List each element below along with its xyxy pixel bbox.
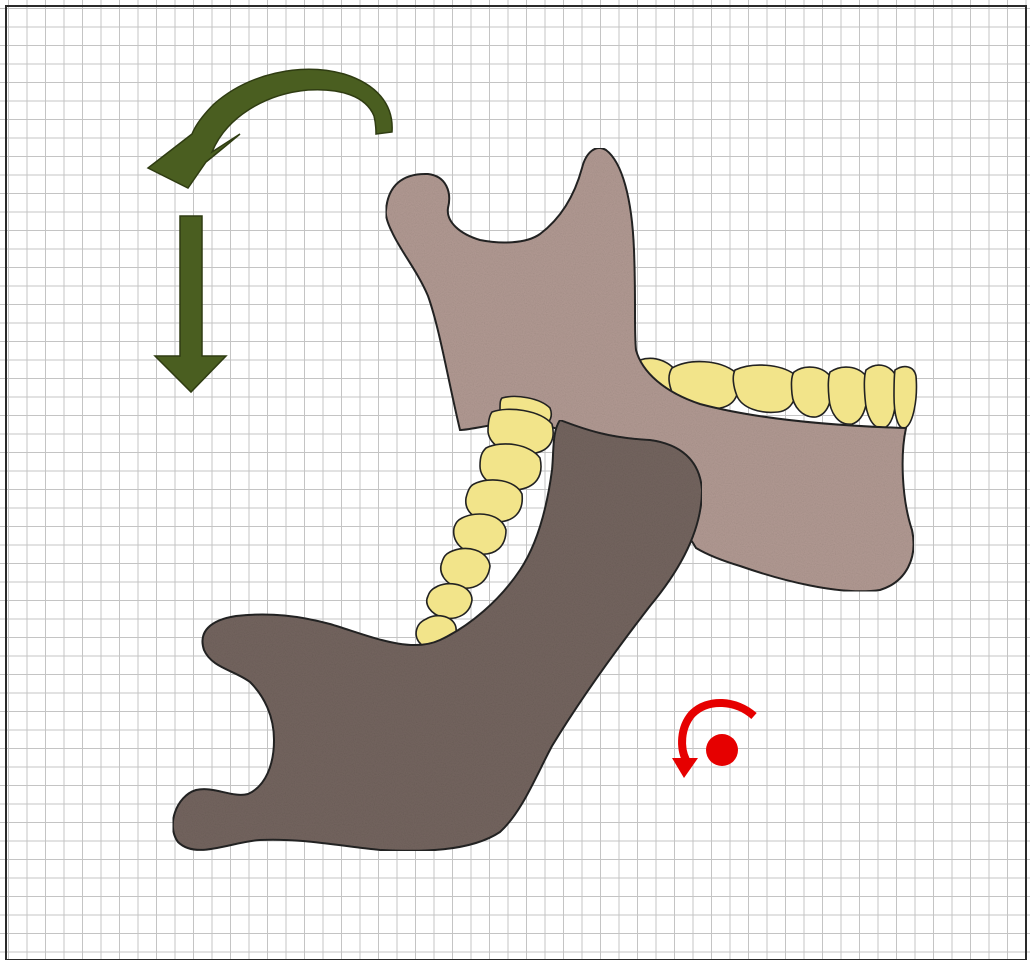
rotation-center-dot bbox=[706, 734, 738, 766]
